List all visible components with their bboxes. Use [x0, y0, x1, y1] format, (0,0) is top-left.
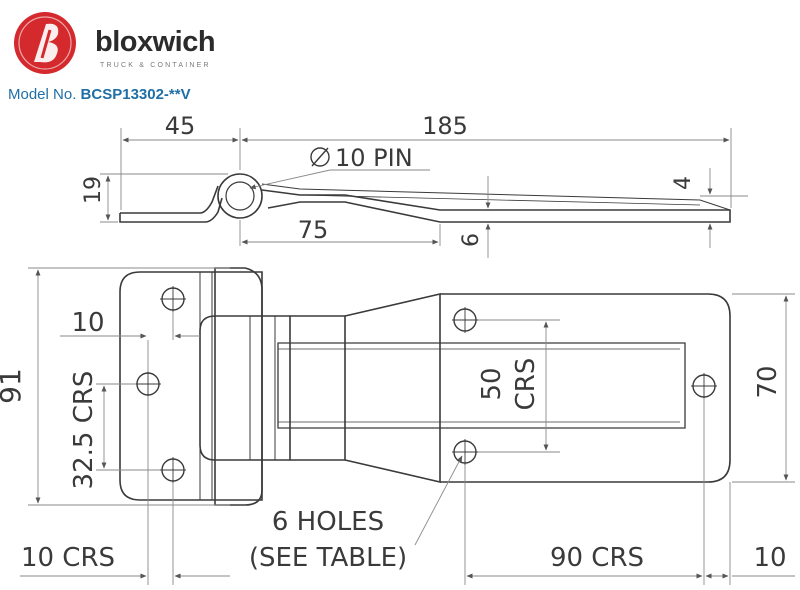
holes-note-line1: 6 HOLES	[272, 507, 384, 537]
hole-mid-left	[135, 371, 161, 397]
hole-end-right	[691, 373, 717, 399]
dim-10-crs-label: 10 CRS	[21, 543, 115, 573]
dim-45-label: 45	[165, 112, 196, 140]
dim-91-label: 91	[0, 368, 27, 404]
dim-50-crs-label: CRS	[511, 358, 541, 411]
dim-4-label: 4	[671, 176, 696, 190]
dim-50-label: 50	[477, 367, 507, 400]
brand-name: bloxwich	[95, 26, 216, 58]
dim-32-5-crs-label: 32.5 CRS	[69, 371, 99, 490]
dim-6-label: 6	[459, 233, 484, 247]
holes-note-line2: (SEE TABLE)	[249, 543, 407, 573]
hole-bottom-left	[160, 457, 186, 483]
dim-75-label: 75	[298, 216, 329, 244]
hole-bottom-right	[452, 439, 478, 465]
side-view-dimensions	[100, 128, 748, 258]
hole-top-right	[452, 307, 478, 333]
dim-10-hole-label: 10	[71, 308, 104, 338]
pin-label: 10 PIN	[335, 144, 413, 172]
model-number-line: Model No. BCSP13302-**V	[8, 86, 191, 103]
mounting-holes	[135, 286, 717, 483]
dim-185-label: 185	[422, 112, 468, 140]
plan-view	[119, 267, 731, 506]
bloxwich-logo-icon	[14, 12, 76, 74]
hole-top-left	[160, 286, 186, 312]
side-view	[119, 173, 731, 223]
dim-70-label: 70	[753, 365, 783, 398]
brand-tagline: TRUCK & CONTAINER	[100, 62, 211, 69]
model-label: Model No.	[8, 86, 77, 103]
brand-logo: bloxwich TRUCK & CONTAINER	[12, 10, 232, 80]
plan-view-dimensions	[20, 267, 795, 585]
dim-10-right-label: 10	[753, 543, 786, 573]
dim-90-crs-label: 90 CRS	[550, 543, 644, 573]
dim-19-label: 19	[81, 176, 106, 204]
model-number: BCSP13302-**V	[80, 86, 191, 103]
diameter-icon	[310, 147, 330, 167]
